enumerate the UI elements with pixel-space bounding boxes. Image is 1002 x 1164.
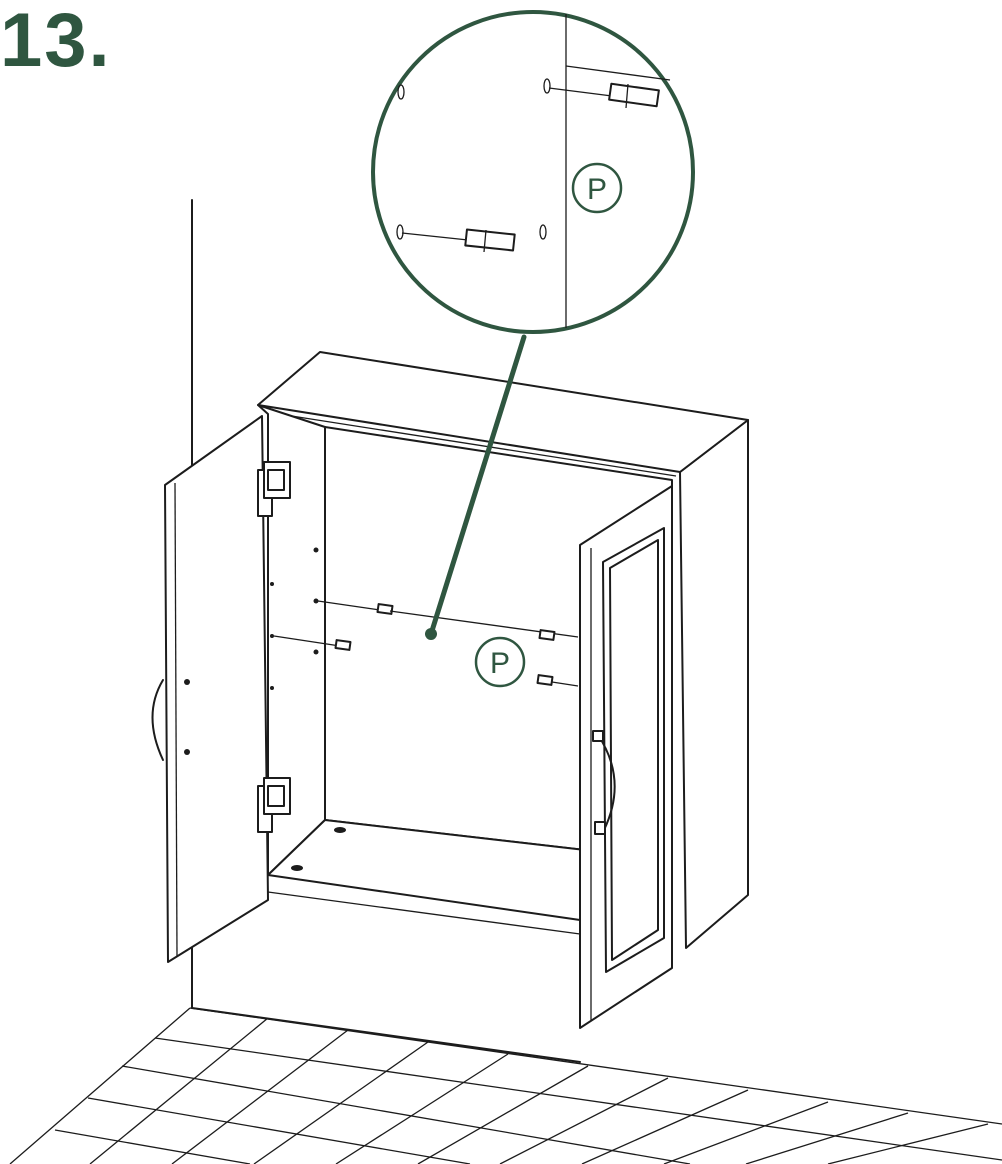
detail-part-label-badge: P <box>571 162 623 214</box>
detail-magnifier <box>371 10 695 334</box>
floor-tiles <box>9 1007 1002 1164</box>
step-number: 13. <box>0 0 112 83</box>
detail-leader-line <box>425 334 527 640</box>
shelf-pegs <box>273 600 579 687</box>
shelf-peg-holes-left <box>270 547 319 690</box>
left-door <box>164 415 269 963</box>
door-hinge-bottom <box>257 777 291 833</box>
cabinet-part-label: P <box>490 647 510 680</box>
door-hinge-top <box>257 461 291 517</box>
detail-part-label: P <box>587 173 607 206</box>
right-door-handle <box>597 734 616 831</box>
left-door-handle <box>151 679 164 761</box>
right-door-mirror <box>609 539 659 961</box>
cabinet-side-panel <box>679 419 749 949</box>
cabinet-part-label-badge: P <box>474 636 526 688</box>
